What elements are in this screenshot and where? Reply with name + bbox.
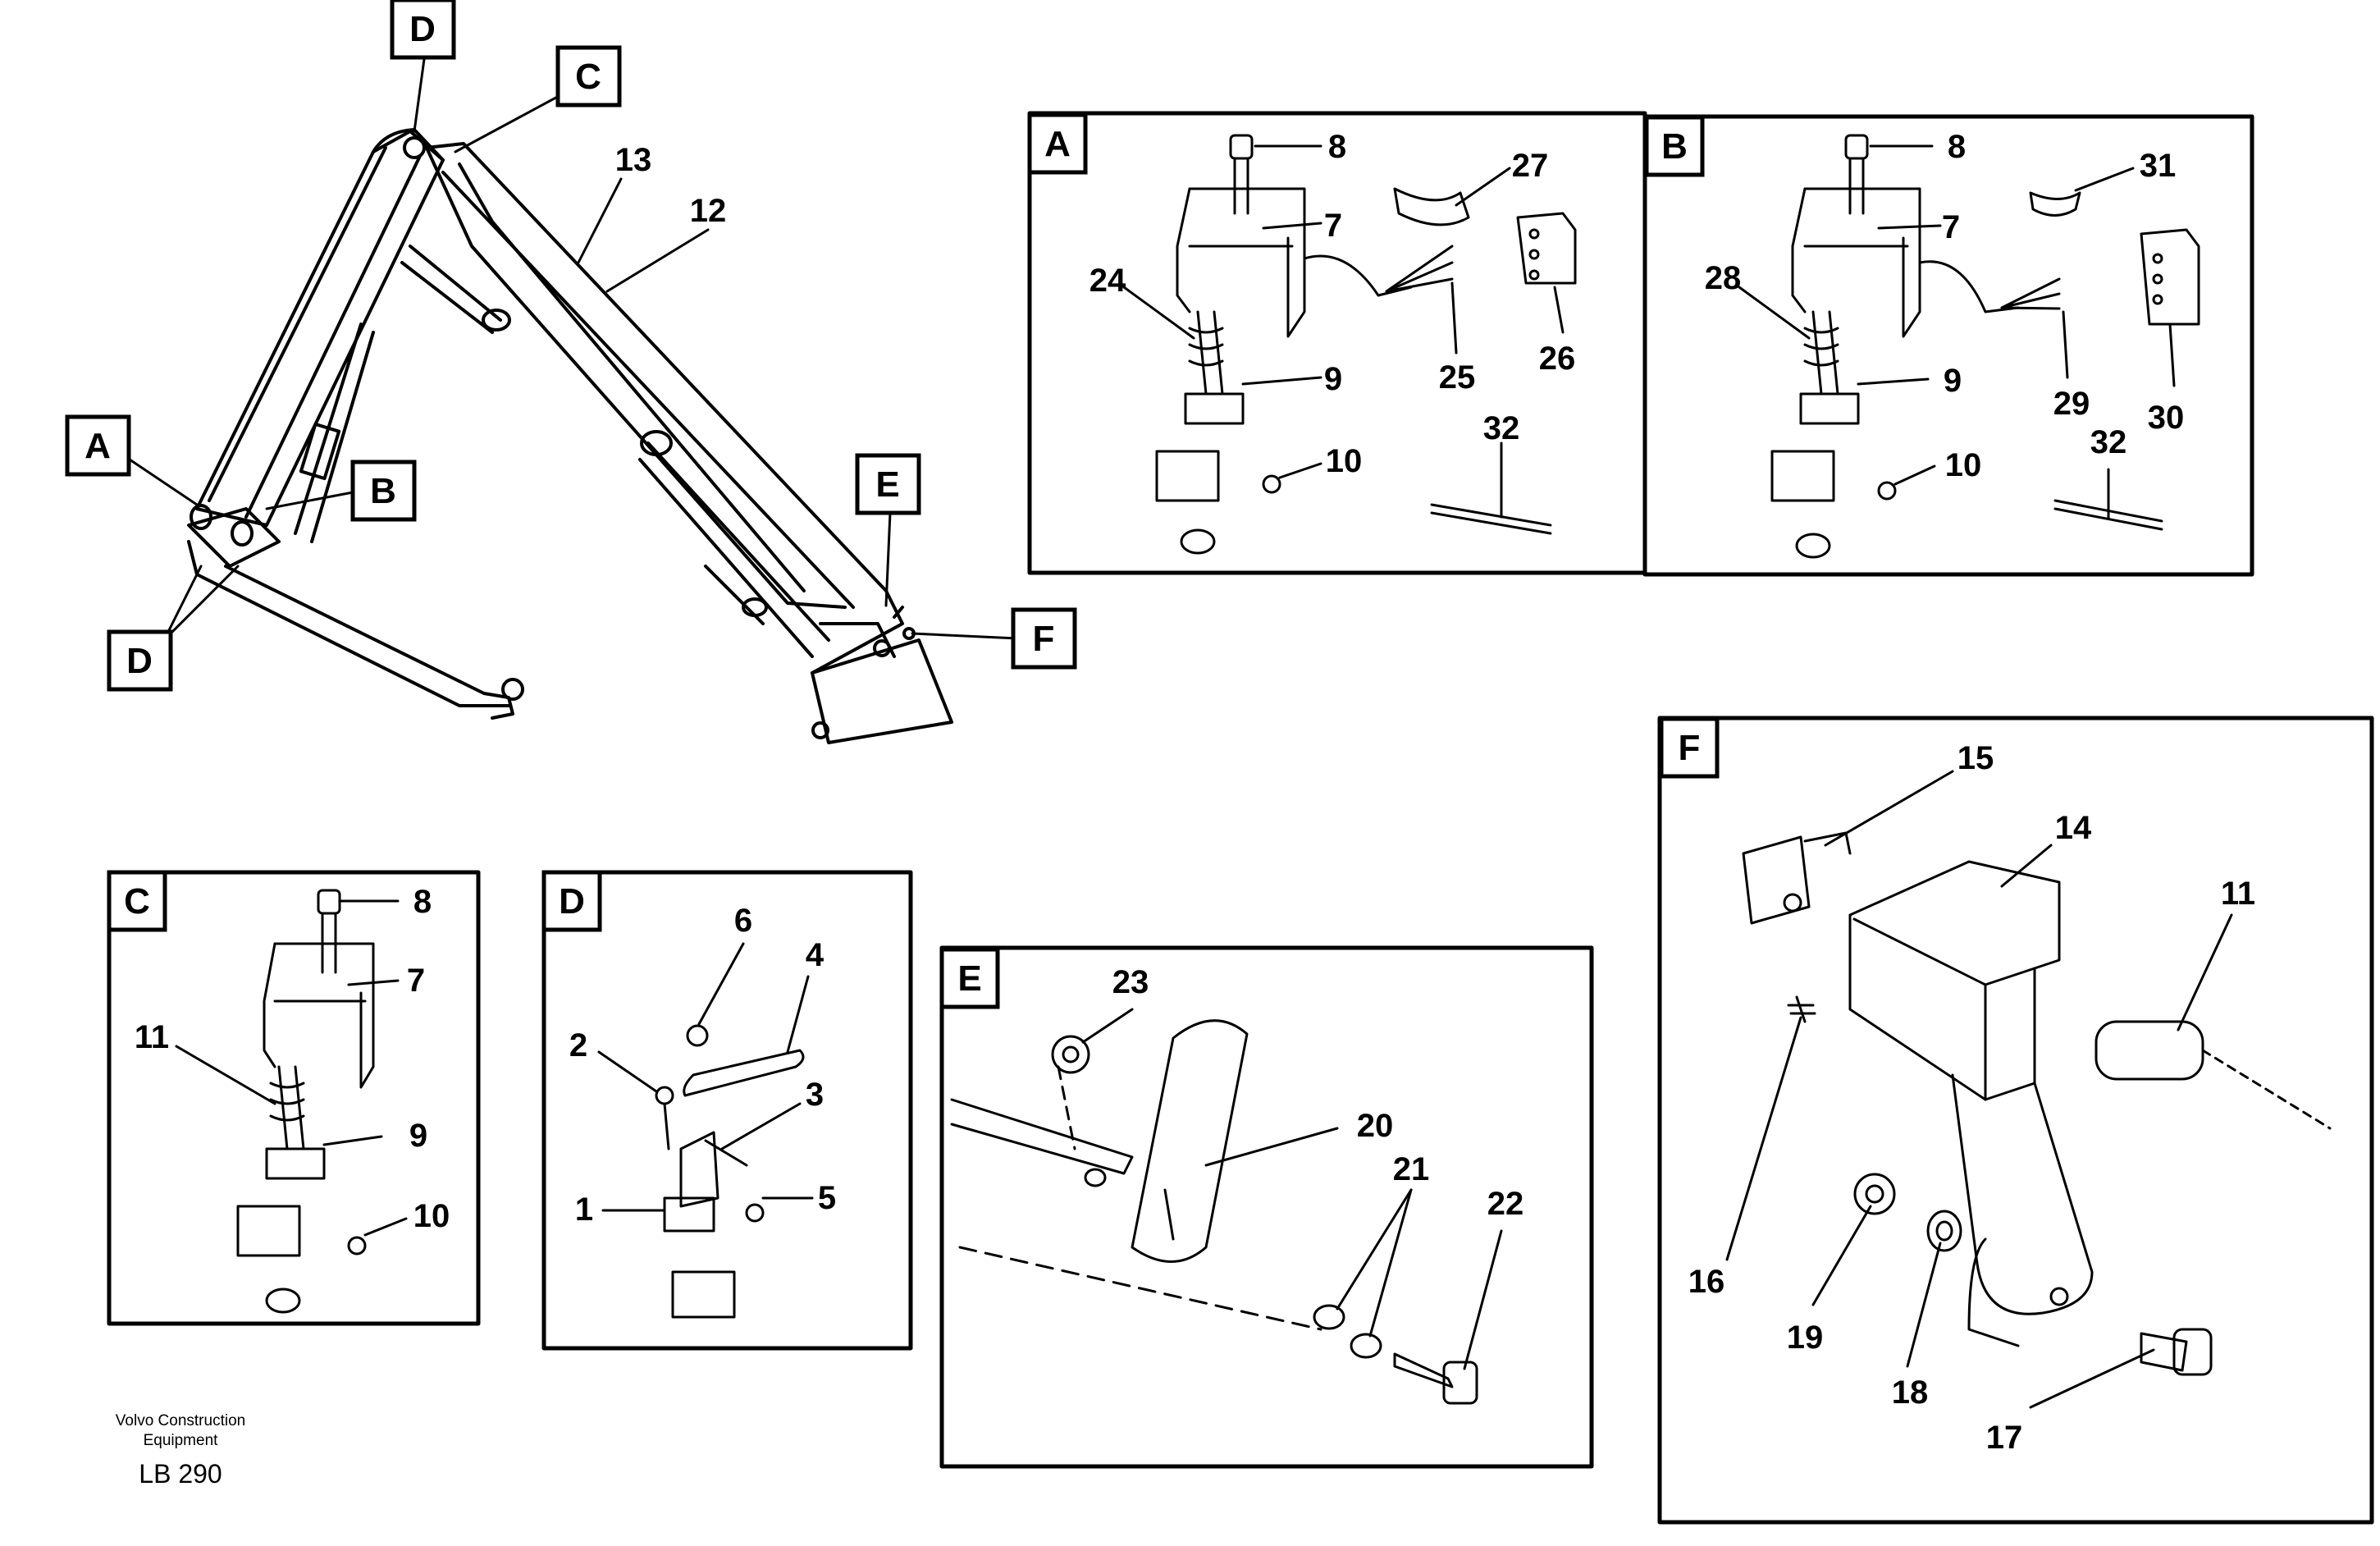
part-number: 22 bbox=[1487, 1186, 1524, 1222]
callout-box-C bbox=[555, 45, 622, 107]
part-number: 9 bbox=[1944, 363, 1962, 399]
callout-A: A bbox=[85, 426, 111, 466]
part-number: 10 bbox=[413, 1198, 450, 1234]
panel-B-drawing bbox=[1642, 114, 2254, 577]
part-number: 7 bbox=[1324, 208, 1342, 244]
panel-F-drawing bbox=[1657, 716, 2374, 1525]
panel-tab-C bbox=[107, 870, 167, 932]
part-number: 8 bbox=[413, 884, 432, 920]
callout-box-D-top bbox=[390, 0, 456, 60]
part-number: 10 bbox=[1326, 443, 1363, 479]
part-number: 32 bbox=[1483, 410, 1520, 446]
part-number: 29 bbox=[2053, 386, 2090, 422]
part-number: 31 bbox=[2140, 148, 2177, 184]
part-number: 2 bbox=[569, 1027, 587, 1063]
part-number: 20 bbox=[1357, 1108, 1394, 1144]
part-number: 26 bbox=[1539, 341, 1576, 377]
main-boom-drawing bbox=[187, 128, 953, 744]
callout-box-E bbox=[855, 453, 921, 515]
panel-label-F: F bbox=[1679, 728, 1701, 768]
callout-C: C bbox=[575, 57, 601, 97]
panel-label-E: E bbox=[957, 958, 981, 999]
part-number: 13 bbox=[615, 142, 652, 178]
panel-label-D: D bbox=[559, 881, 585, 922]
part-number: 17 bbox=[1986, 1420, 2023, 1456]
callout-boxes bbox=[65, 0, 1720, 1009]
panel-tab-E bbox=[939, 947, 1000, 1009]
part-number: 9 bbox=[1324, 361, 1342, 397]
part-number: 8 bbox=[1948, 129, 1966, 165]
company-name-line1: Volvo Construction bbox=[115, 1412, 246, 1429]
callout-box-B bbox=[350, 460, 417, 522]
footer: Volvo Construction Equipment LB 290 bbox=[86, 1411, 275, 1489]
callout-D-top: D bbox=[409, 9, 436, 49]
figure-code: LB 290 bbox=[139, 1459, 222, 1489]
part-number: 14 bbox=[2055, 810, 2092, 846]
part-number: 25 bbox=[1439, 359, 1476, 396]
callout-F: F bbox=[1033, 619, 1055, 659]
panel-C-drawing bbox=[107, 870, 481, 1326]
part-number: 4 bbox=[806, 937, 825, 973]
part-number: 6 bbox=[734, 903, 752, 939]
part-number: 28 bbox=[1705, 260, 1742, 296]
part-number: 7 bbox=[1942, 209, 1960, 245]
panel-E-drawing bbox=[939, 945, 1594, 1469]
part-number: 23 bbox=[1112, 964, 1149, 1000]
part-number: 10 bbox=[1945, 447, 1982, 483]
part-number: 16 bbox=[1688, 1264, 1725, 1300]
part-number: 19 bbox=[1787, 1320, 1824, 1356]
callout-box-A bbox=[65, 414, 131, 477]
callout-box-F bbox=[1011, 607, 1077, 670]
callout-D-bottom: D bbox=[126, 641, 153, 681]
company-name-line2: Equipment bbox=[143, 1432, 218, 1449]
part-number: 24 bbox=[1090, 263, 1126, 299]
part-number: 1 bbox=[575, 1192, 593, 1228]
part-number: 9 bbox=[409, 1118, 427, 1154]
part-number: 5 bbox=[818, 1180, 836, 1216]
part-number: 27 bbox=[1512, 148, 1549, 184]
part-number: 15 bbox=[1957, 740, 1994, 776]
part-number: 21 bbox=[1393, 1151, 1430, 1187]
panel-tab-B bbox=[1644, 115, 1705, 177]
panel-label-B: B bbox=[1661, 126, 1688, 167]
part-number: 18 bbox=[1892, 1374, 1929, 1411]
panel-tab-A bbox=[1027, 112, 1088, 175]
panel-leader-lines bbox=[175, 144, 2233, 1409]
part-number: 11 bbox=[2221, 876, 2255, 912]
part-number: 7 bbox=[407, 963, 425, 999]
panel-D-drawing bbox=[541, 870, 913, 1351]
part-number: 32 bbox=[2090, 424, 2127, 460]
main-leader-lines bbox=[128, 52, 1019, 642]
panel-tab-D bbox=[541, 870, 602, 932]
part-number: 8 bbox=[1328, 129, 1346, 165]
callout-E: E bbox=[875, 464, 899, 505]
part-number: 12 bbox=[690, 193, 727, 229]
panel-label-A: A bbox=[1044, 124, 1071, 164]
panel-label-C: C bbox=[124, 881, 150, 922]
callout-box-D-bottom bbox=[107, 629, 173, 692]
panel-tab-F bbox=[1659, 716, 1720, 779]
part-number: 3 bbox=[806, 1077, 824, 1113]
part-number: 11 bbox=[135, 1019, 169, 1055]
part-number: 30 bbox=[2148, 400, 2185, 436]
callout-B: B bbox=[370, 471, 396, 511]
